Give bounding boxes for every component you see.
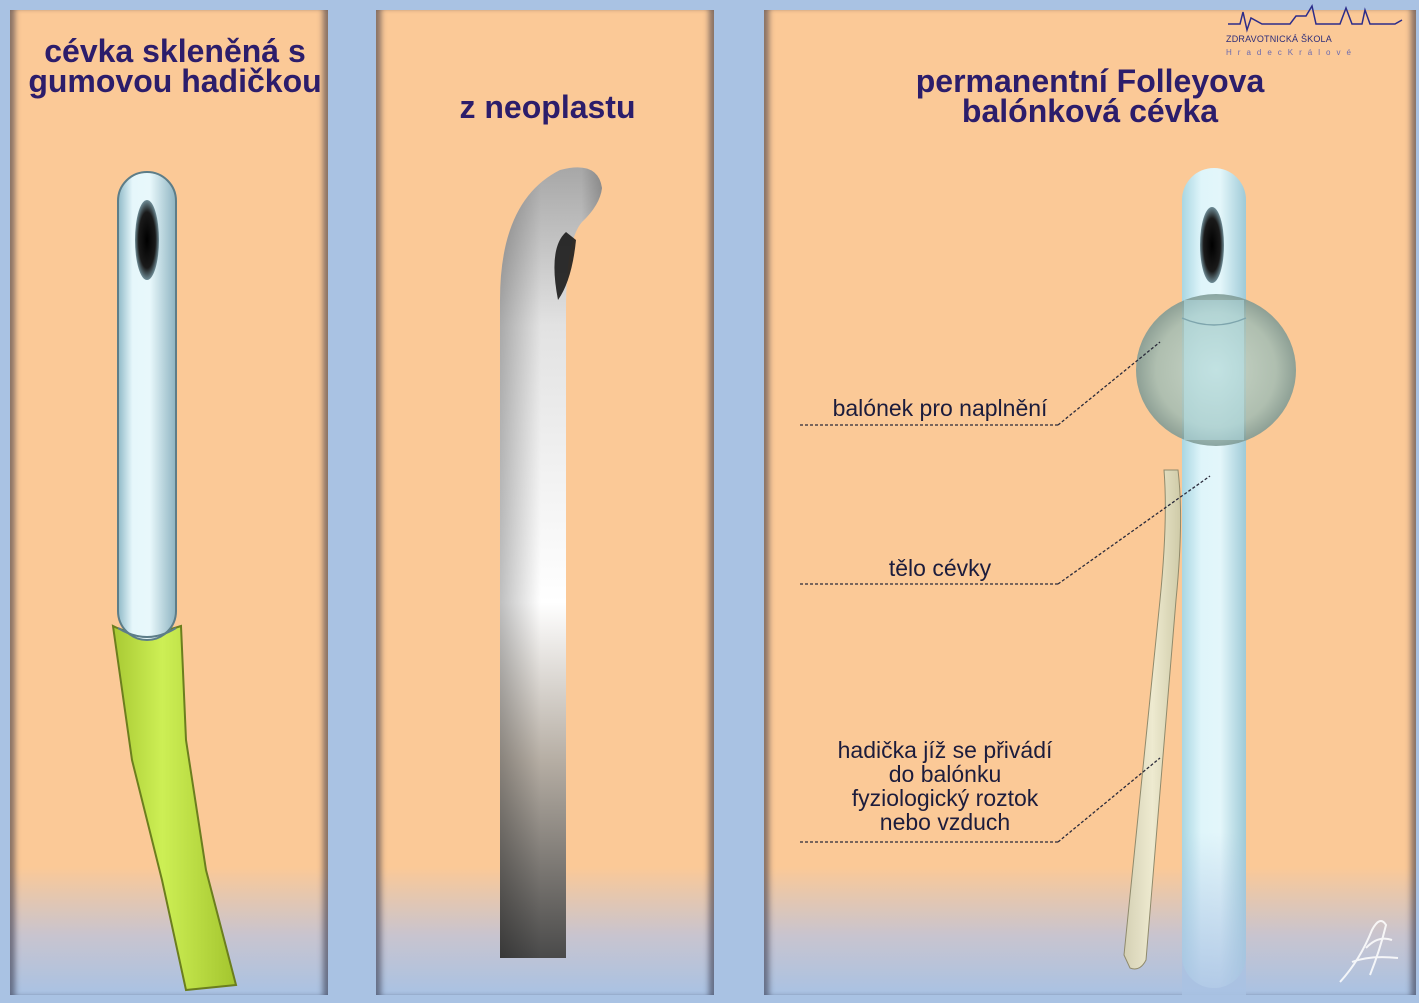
label-line: nebo vzduch bbox=[780, 810, 1110, 834]
eye-hole-shape bbox=[1200, 207, 1224, 283]
label-line: do balónku bbox=[780, 762, 1110, 786]
panel-title-neoprene: z neoplastu bbox=[380, 92, 715, 122]
logo-city: HradecKrálové bbox=[1226, 48, 1357, 57]
glass-catheter-illustration bbox=[113, 172, 236, 990]
side-tube-shape bbox=[1124, 470, 1181, 969]
foley-catheter-illustration bbox=[800, 168, 1296, 998]
ecg-line-icon bbox=[1228, 6, 1402, 30]
eye-hole-shape bbox=[135, 200, 159, 280]
label-line: fyziologický roztok bbox=[780, 786, 1110, 810]
rubber-tube-shape bbox=[113, 626, 236, 990]
neoprene-catheter-illustration bbox=[500, 167, 602, 958]
logo-school-name: ZDRAVOTNICKÁ ŠKOLA bbox=[1226, 34, 1332, 44]
label-line: hadička jíž se přivádí bbox=[780, 738, 1110, 762]
panel-title-glass: cévka skleněná s gumovou hadičkou bbox=[20, 36, 330, 96]
signature-icon bbox=[1340, 921, 1398, 982]
label-catheter-body: tělo cévky bbox=[800, 556, 1080, 580]
label-inflation-tube: hadička jíž se přivádí do balónku fyziol… bbox=[780, 738, 1110, 834]
panel-title-foley: permanentní Folleyova balónková cévka bbox=[835, 66, 1345, 126]
label-balloon: balónek pro naplnění bbox=[800, 396, 1080, 420]
school-logo bbox=[1228, 6, 1402, 30]
